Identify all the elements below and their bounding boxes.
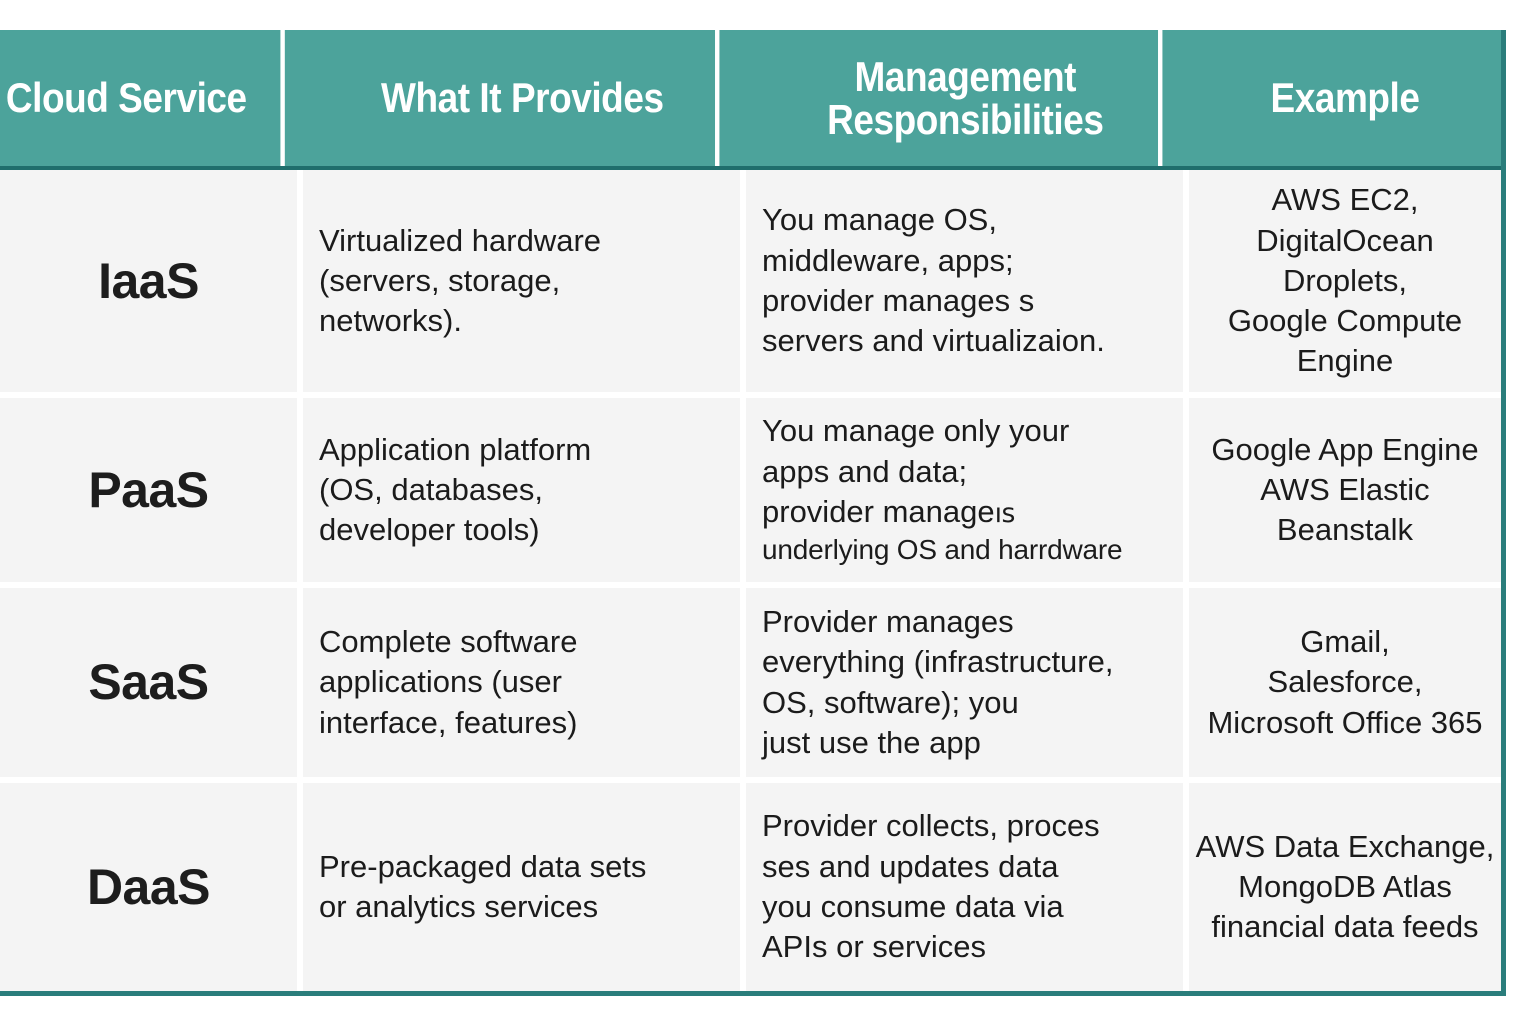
table-row: IaaS Virtualized hardware (servers, stor… (0, 170, 1501, 398)
table-header-row: Cloud Service What It Provides Managemen… (0, 30, 1501, 170)
text-line: APIs or services (762, 929, 986, 965)
text-line: AWS Elastic (1260, 471, 1430, 507)
text-line: you consume data via (762, 889, 1064, 924)
cell-service-name: DaaS (0, 783, 303, 991)
text-line: everything (infrastructure, (762, 644, 1114, 680)
table-row: SaaS Complete software applications (use… (0, 588, 1501, 783)
column-header-example-label: Example (1270, 74, 1420, 122)
text-line: underlying OS and harrdware (762, 534, 1123, 566)
column-header-example: Example (1208, 30, 1483, 166)
text-line: provider manages s (762, 283, 1035, 318)
cell-management-responsibilities: You manage OS, middleware, apps; provide… (746, 170, 1189, 392)
text-line: OS, software); you (762, 684, 1019, 720)
cell-example: Google App Engine AWS Elastic Beanstalk (1189, 398, 1501, 582)
service-label-daas: DaaS (86, 858, 211, 915)
column-header-cloud-service-label: Cloud Service (5, 74, 247, 122)
column-header-what-it-provides-label: What It Provides (381, 74, 664, 122)
text-line: AWS EC2, (1271, 182, 1419, 218)
service-label-paas: PaaS (88, 461, 209, 518)
text-line: Complete software (319, 624, 578, 660)
text-line: You manage only your (762, 413, 1070, 449)
cell-what-it-provides: Virtualized hardware (servers, storage, … (303, 170, 746, 392)
cell-example: Gmail, Salesforce, Microsoft Office 365 (1189, 588, 1501, 777)
cell-what-it-provides: Application platform (OS, databases, dev… (303, 398, 746, 582)
cell-management-responsibilities: Provider manages everything (infrastruct… (746, 588, 1189, 777)
text-line: or analytics services (319, 889, 599, 924)
text-line: Microsoft Office 365 (1207, 704, 1483, 740)
text-line: You manage OS, (762, 202, 997, 238)
text-fragment: provider manage (762, 493, 995, 529)
cell-service-name: IaaS (0, 170, 303, 392)
text-line: provider manageıs (762, 492, 1167, 532)
text-line: MongoDB Atlas (1238, 868, 1452, 904)
table-body: IaaS Virtualized hardware (servers, stor… (0, 170, 1501, 991)
cell-example: AWS EC2, DigitalOcean Droplets, Google C… (1189, 170, 1501, 392)
text-line: Application platform (319, 431, 592, 467)
text-line: apps and data; (762, 453, 968, 489)
text-line: Virtualized hardware (319, 222, 602, 258)
cell-what-it-provides: Complete software applications (user int… (303, 588, 746, 777)
text-line: (OS, databases, (319, 471, 544, 507)
text-line: Droplets, (1282, 262, 1408, 298)
text-line: Salesforce, (1267, 664, 1423, 700)
cell-service-name: PaaS (0, 398, 303, 582)
text-line: just use the app (762, 724, 981, 760)
text-line: applications (user (319, 664, 562, 700)
cloud-service-comparison-table: Cloud Service What It Provides Managemen… (0, 30, 1506, 996)
column-header-management-responsibilities: Management Responsibilities (773, 30, 1163, 166)
text-line: ses and updates data (762, 848, 1059, 884)
column-header-what-it-provides: What It Provides (330, 30, 720, 166)
table-row: PaaS Application platform (OS, databases… (0, 398, 1501, 588)
text-line: developer tools) (319, 512, 540, 548)
text-line: Google Compute (1227, 303, 1463, 339)
cell-management-responsibilities: You manage only your apps and data; prov… (746, 398, 1189, 582)
text-line: Gmail, (1300, 624, 1390, 660)
cell-what-it-provides: Pre-packaged data sets or analytics serv… (303, 783, 746, 991)
column-header-management-responsibilities-label: Management Responsibilities (827, 52, 1104, 143)
text-line: interface, features) (319, 704, 578, 740)
text-line: (servers, storage, (319, 262, 561, 298)
table-row: DaaS Pre-packaged data sets or analytics… (0, 783, 1501, 991)
column-header-cloud-service: Cloud Service (6, 30, 285, 166)
text-line: financial data feeds (1211, 909, 1479, 945)
text-line: AWS Data Exchange, (1195, 828, 1495, 864)
cell-example: AWS Data Exchange, MongoDB Atlas financi… (1189, 783, 1501, 991)
service-label-saas: SaaS (88, 654, 209, 710)
text-fragment-fallback: ıs (994, 497, 1016, 529)
text-line: networks). (319, 303, 462, 339)
service-label-iaas: IaaS (98, 252, 199, 309)
text-line: Google App Engine (1211, 431, 1479, 467)
text-line: Pre-packaged data sets (319, 848, 647, 884)
text-line: middleware, apps; (762, 242, 1014, 278)
text-line: Provider collects, proces (762, 808, 1100, 844)
text-line: DigitalOcean (1256, 222, 1434, 258)
cell-service-name: SaaS (0, 588, 303, 777)
text-line: Beanstalk (1276, 512, 1414, 548)
text-line: Provider manages (762, 603, 1014, 639)
text-line: servers and virtualizaion. (762, 323, 1105, 359)
text-line: Engine (1296, 343, 1394, 379)
cell-management-responsibilities: Provider collects, proces ses and update… (746, 783, 1189, 991)
